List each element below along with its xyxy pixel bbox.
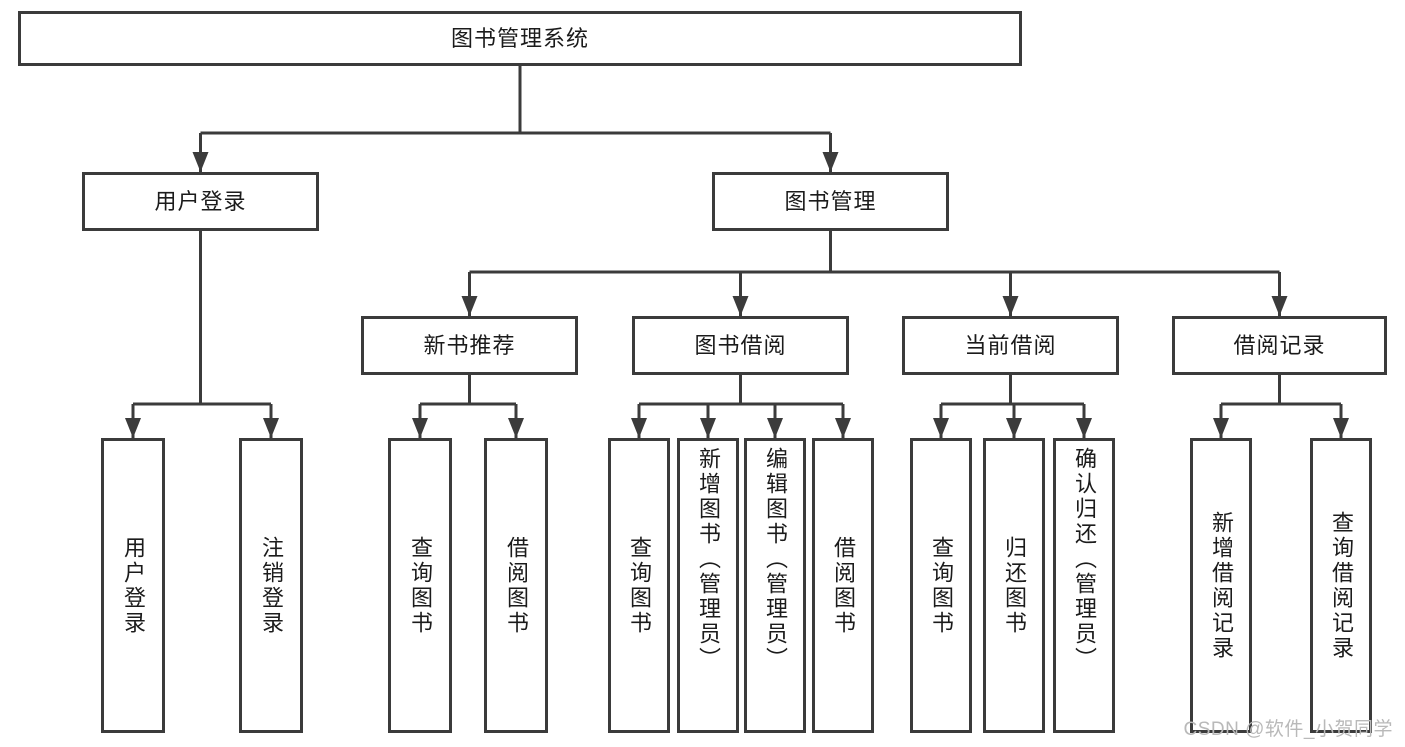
arrowhead-icon — [263, 418, 279, 438]
arrowhead-icon — [1333, 418, 1349, 438]
node-label: 注销登录 — [259, 535, 284, 636]
node-records[interactable]: 借阅记录 — [1172, 316, 1387, 375]
arrowhead-icon — [1002, 296, 1019, 316]
arrowhead-icon — [1006, 418, 1022, 438]
node-cur-a[interactable]: 查询图书 — [910, 438, 972, 733]
node-bor-a[interactable]: 查询图书 — [608, 438, 670, 733]
node-bor-d[interactable]: 借阅图书 — [812, 438, 874, 733]
node-new-b[interactable]: 借阅图书 — [484, 438, 548, 733]
node-label: 新增借阅记录 — [1209, 510, 1234, 661]
node-label: 新书推荐 — [423, 332, 516, 358]
node-current[interactable]: 当前借阅 — [902, 316, 1119, 375]
node-borrow[interactable]: 图书借阅 — [632, 316, 849, 375]
arrowhead-icon — [461, 296, 478, 316]
node-rec-b[interactable]: 查询借阅记录 — [1310, 438, 1372, 733]
node-label: 借阅记录 — [1233, 332, 1326, 358]
node-login[interactable]: 用户登录 — [82, 172, 319, 231]
node-cur-c[interactable]: 确认归还（管理员） — [1053, 438, 1115, 733]
node-cur-b[interactable]: 归还图书 — [983, 438, 1045, 733]
node-login-a[interactable]: 用户登录 — [101, 438, 165, 733]
node-label: 查询图书 — [627, 535, 652, 636]
arrowhead-icon — [1076, 418, 1092, 438]
node-rec-a[interactable]: 新增借阅记录 — [1190, 438, 1252, 733]
node-bookmgmt[interactable]: 图书管理 — [712, 172, 949, 231]
node-label: 编辑图书（管理员） — [763, 447, 788, 672]
arrowhead-icon — [508, 418, 524, 438]
arrowhead-icon — [631, 418, 647, 438]
node-label: 查询图书 — [408, 535, 433, 636]
arrowhead-icon — [125, 418, 141, 438]
arrowhead-icon — [700, 418, 716, 438]
node-new-a[interactable]: 查询图书 — [388, 438, 452, 733]
node-label: 图书管理系统 — [450, 25, 589, 51]
arrowhead-icon — [835, 418, 851, 438]
arrowhead-icon — [732, 296, 749, 316]
node-newbook[interactable]: 新书推荐 — [361, 316, 578, 375]
node-label: 借阅图书 — [504, 535, 529, 636]
node-label: 用户登录 — [121, 535, 146, 636]
arrowhead-icon — [192, 152, 209, 172]
arrowhead-icon — [412, 418, 428, 438]
node-bor-b[interactable]: 新增图书（管理员） — [677, 438, 739, 733]
node-label: 归还图书 — [1002, 535, 1027, 636]
node-label: 确认归还（管理员） — [1072, 447, 1097, 672]
arrowhead-icon — [1213, 418, 1229, 438]
node-label: 图书管理 — [784, 188, 877, 214]
node-label: 用户登录 — [154, 188, 247, 214]
node-root[interactable]: 图书管理系统 — [18, 11, 1022, 66]
node-bor-c[interactable]: 编辑图书（管理员） — [744, 438, 806, 733]
node-label: 查询图书 — [929, 535, 954, 636]
watermark-text: CSDN @软件_小贺同学 — [1183, 719, 1393, 740]
arrowhead-icon — [933, 418, 949, 438]
arrowhead-icon — [1271, 296, 1288, 316]
arrowhead-icon — [767, 418, 783, 438]
node-label: 当前借阅 — [964, 332, 1057, 358]
node-label: 新增图书（管理员） — [696, 447, 721, 672]
node-label: 借阅图书 — [831, 535, 856, 636]
node-label: 查询借阅记录 — [1329, 510, 1354, 661]
node-login-b[interactable]: 注销登录 — [239, 438, 303, 733]
node-label: 图书借阅 — [694, 332, 787, 358]
arrowhead-icon — [822, 152, 839, 172]
